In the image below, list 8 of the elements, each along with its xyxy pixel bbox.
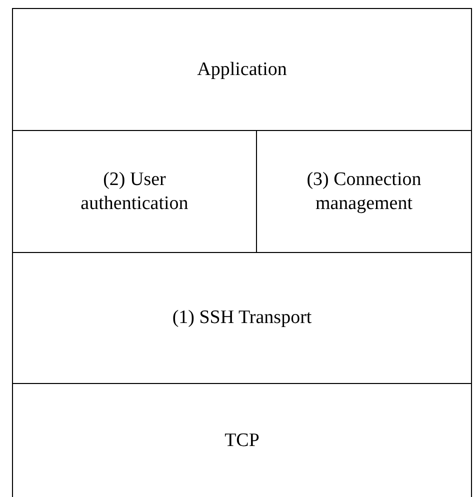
layer-label: (3) Connection management — [306, 168, 422, 216]
layer-label: Application — [197, 58, 287, 82]
layer-box — [12, 8, 472, 131]
layer-label: (2) User authentication — [80, 168, 190, 216]
layer-label: TCP — [224, 428, 260, 452]
layer-label: (1) SSH Transport — [172, 306, 312, 330]
layer-box — [12, 383, 472, 497]
layer-box — [12, 252, 472, 384]
